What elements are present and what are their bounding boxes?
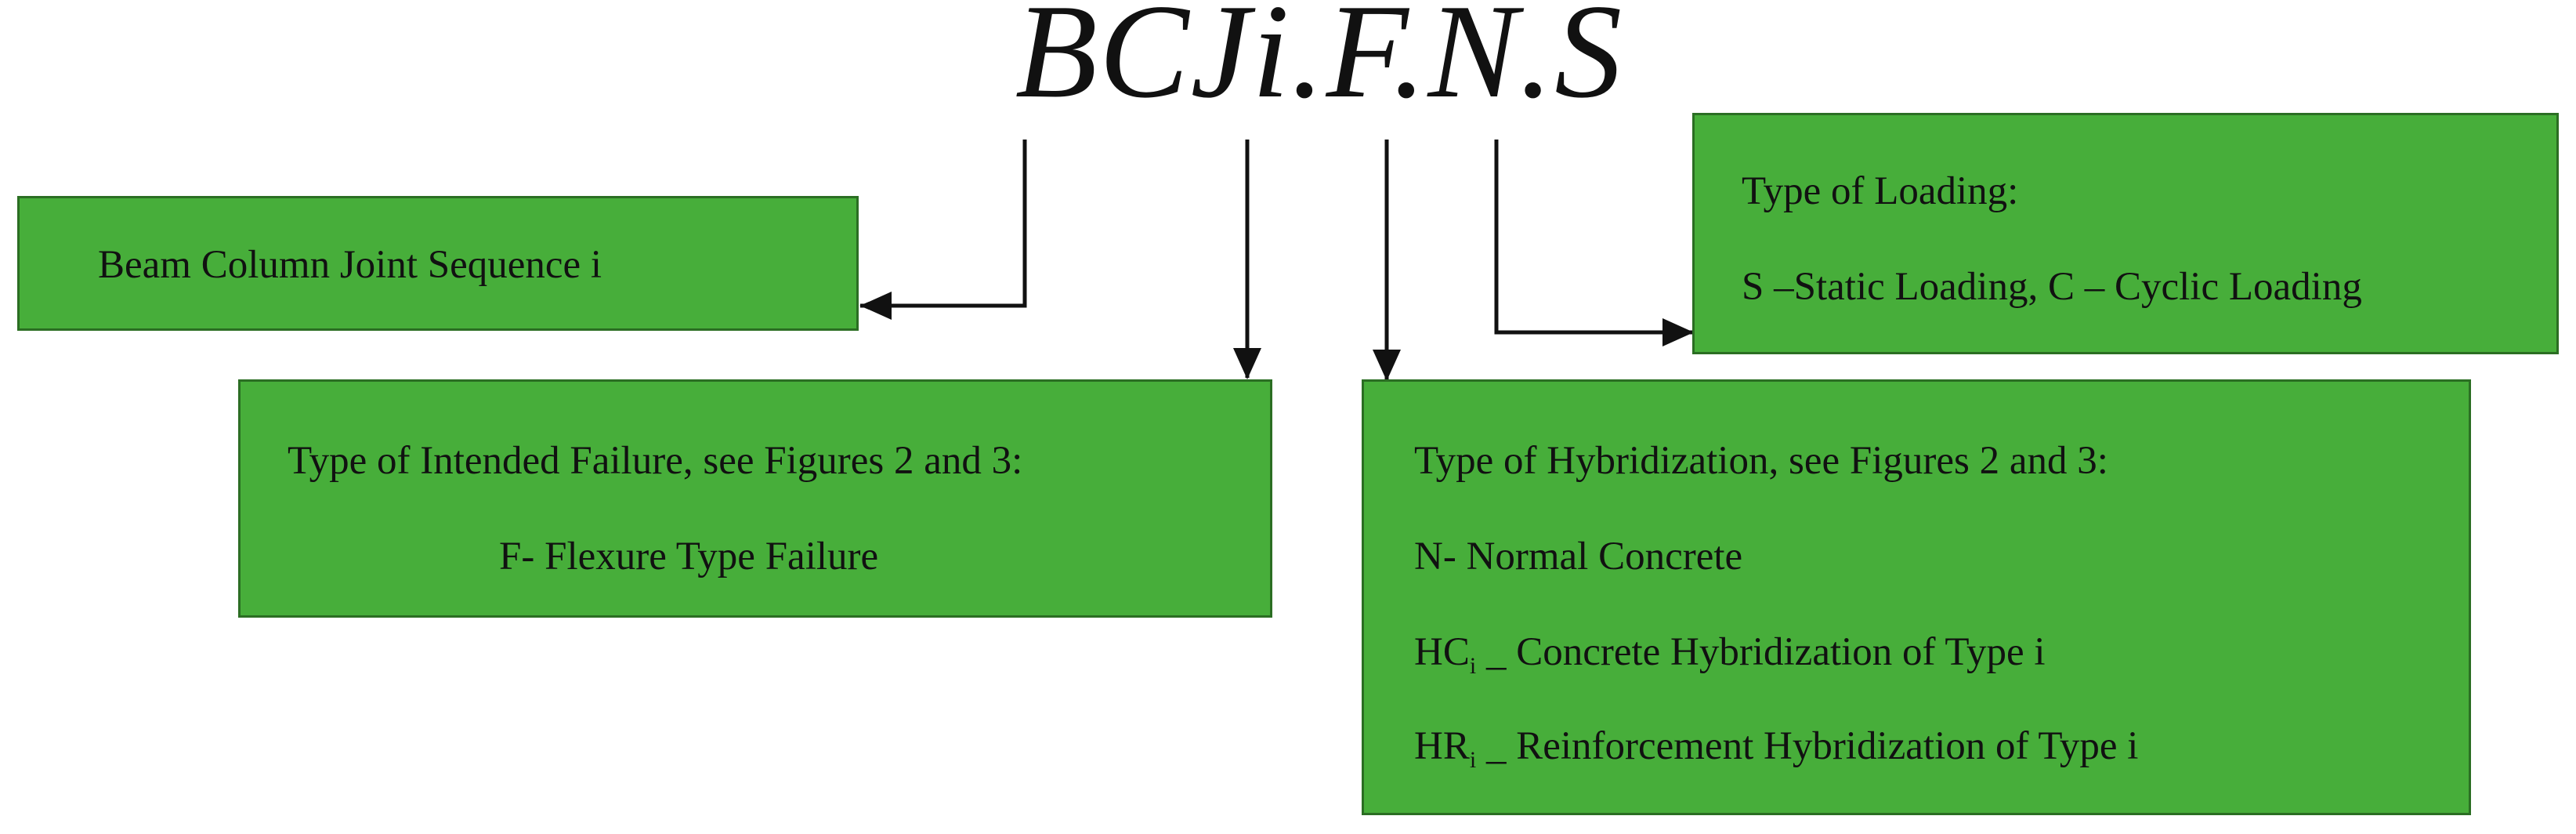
loading-text: S –Static Loading, C – Cyclic Loading xyxy=(1742,265,2362,309)
failure-text: F- Flexure Type Failure xyxy=(499,535,879,578)
hr-subscript: i xyxy=(1469,747,1477,774)
loading-title: Type of Loading: xyxy=(1742,169,2019,213)
hc-description: _ Concrete Hybridization of Type i xyxy=(1476,630,2046,674)
hybridization-box: Type of Hybridization, see Figures 2 and… xyxy=(1362,379,2471,815)
failure-title: Type of Intended Failure, see Figures 2 … xyxy=(288,439,1023,483)
failure-box: Type of Intended Failure, see Figures 2 … xyxy=(238,379,1272,618)
code-title: BCJi.F.N.S xyxy=(1015,0,1624,126)
reinforcement-hybridization-text: HRi _ Reinforcement Hybridization of Typ… xyxy=(1414,723,2138,774)
normal-concrete-text: N- Normal Concrete xyxy=(1414,535,1743,578)
hc-subscript: i xyxy=(1469,653,1477,680)
hc-prefix: HC xyxy=(1414,630,1470,674)
hybridization-title: Type of Hybridization, see Figures 2 and… xyxy=(1414,439,2108,483)
hr-description: _ Reinforcement Hybridization of Type i xyxy=(1476,724,2139,768)
loading-box: Type of Loading: S –Static Loading, C – … xyxy=(1692,113,2559,354)
sequence-text: Beam Column Joint Sequence i xyxy=(98,243,602,287)
concrete-hybridization-text: HCi _ Concrete Hybridization of Type i xyxy=(1414,629,2046,680)
arrow-loading xyxy=(1494,140,1693,336)
arrow-sequence xyxy=(859,140,1027,310)
hr-prefix: HR xyxy=(1414,724,1470,768)
sequence-box: Beam Column Joint Sequence i xyxy=(17,196,859,331)
